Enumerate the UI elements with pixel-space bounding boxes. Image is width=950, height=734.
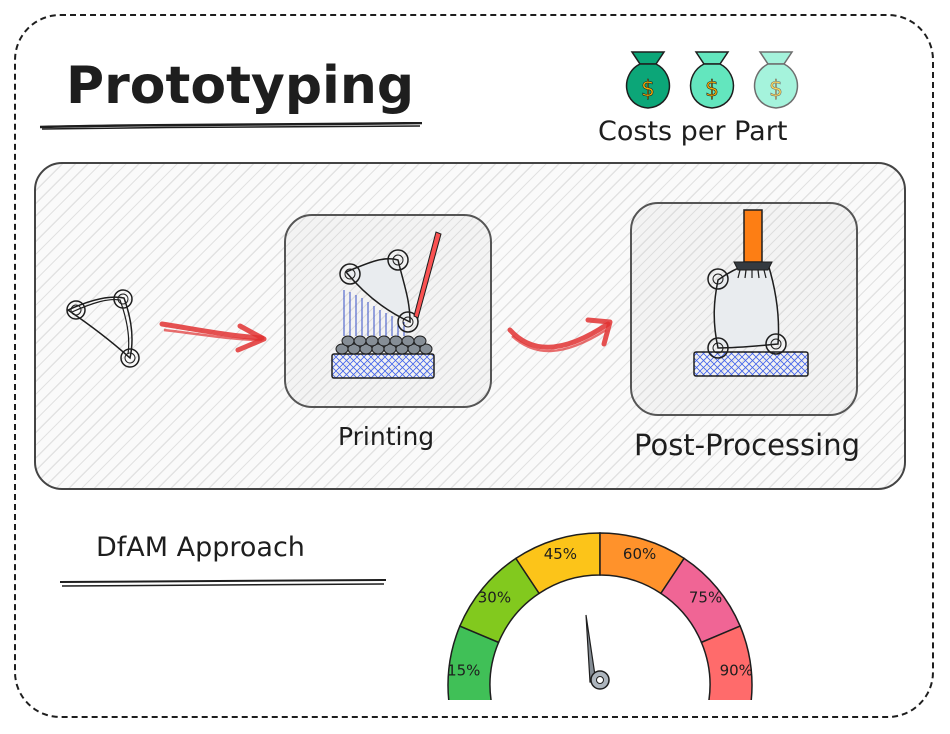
svg-text:$: $	[705, 77, 719, 102]
dashed-frame	[14, 14, 934, 718]
gauge-tick-label: 45%	[544, 545, 577, 563]
costs-money-bags: $ $ $	[625, 51, 799, 109]
arrow-right-icon	[159, 321, 267, 353]
gauge-needle	[585, 614, 610, 690]
dfam-approach-label: DfAM Approach	[96, 532, 305, 563]
gauge-tick-label: 60%	[623, 545, 656, 563]
dfam-underline	[59, 579, 387, 587]
cost-gauge: 15% 30% 45% 60% 75% 90%	[447, 532, 753, 700]
gauge-tick-label: 15%	[447, 662, 480, 680]
gauge-tick-label: 30%	[478, 589, 511, 607]
post-processing-label: Post-Processing	[634, 428, 860, 462]
money-bag-icon: $	[753, 51, 799, 109]
arrow-right-icon	[507, 317, 613, 353]
page-title: Prototyping	[66, 56, 415, 116]
title-underline	[39, 122, 423, 130]
post-processing-illustration	[693, 209, 809, 377]
printing-label: Printing	[338, 422, 435, 451]
gauge-tick-label: 90%	[720, 662, 753, 680]
gauge-segments	[447, 532, 753, 700]
gauge-tick-label: 75%	[689, 589, 722, 607]
money-bag-icon: $	[689, 51, 735, 109]
gauge-tick-labels: 15% 30% 45% 60% 75% 90%	[447, 545, 753, 680]
printing-illustration	[331, 231, 442, 379]
svg-text:$: $	[641, 77, 655, 102]
money-bag-icon: $	[625, 51, 671, 109]
gauge-segment	[700, 625, 753, 700]
costs-per-part-label: Costs per Part	[598, 116, 788, 147]
svg-text:$: $	[769, 77, 783, 102]
raw-part-icon	[66, 289, 140, 368]
